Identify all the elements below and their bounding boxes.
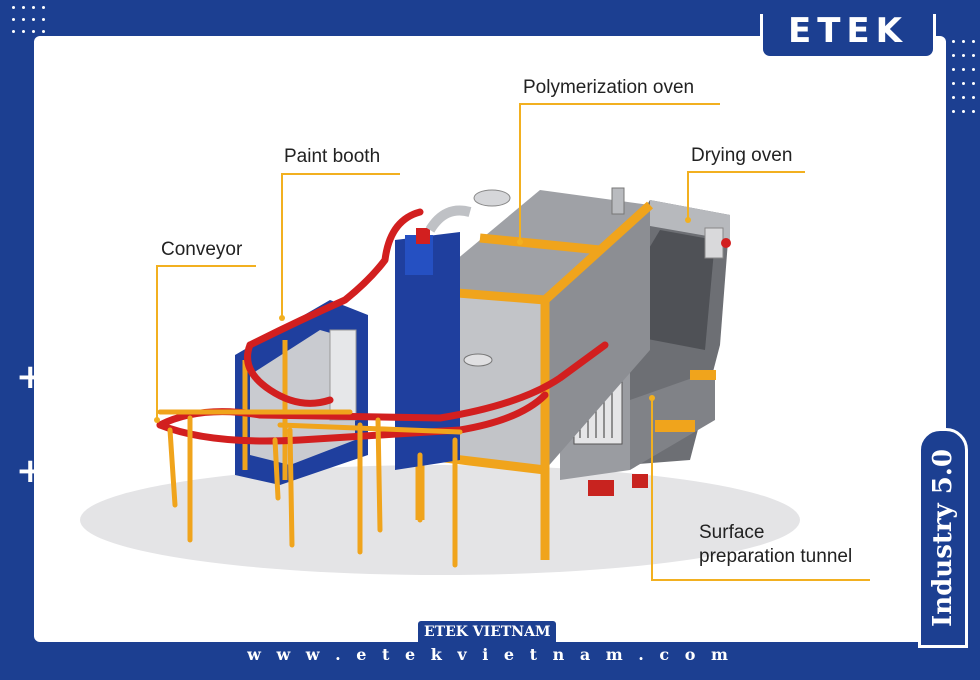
leader-polymerization	[519, 103, 720, 242]
leader-paint-booth	[281, 173, 400, 318]
industry-badge-text: Industry 5.0	[928, 449, 958, 627]
etek-logo: ETEK	[760, 14, 936, 59]
tunnel-tray-2	[690, 370, 716, 380]
tunnel-tray	[655, 420, 695, 432]
label-polymerization-oven: Polymerization oven	[523, 77, 695, 98]
polymerization-oven-side	[545, 205, 650, 470]
leader-drying	[687, 171, 805, 220]
cyclone-top-vent	[473, 189, 511, 207]
cyclone-unit	[395, 232, 460, 470]
tunnel-pump-2	[632, 474, 648, 488]
drying-oven-burner	[721, 238, 731, 248]
label-surface-line2: preparation tunnel	[699, 546, 853, 567]
paint-booth-filter	[329, 329, 357, 421]
footer-website[interactable]: w w w . e t e k v i e t n a m . c o m	[247, 645, 733, 664]
cyclone-duct	[425, 205, 472, 233]
cyclone-motor	[416, 228, 430, 244]
logo-text: ETEK	[788, 11, 908, 51]
leader-endpoints	[154, 217, 691, 423]
label-conveyor: Conveyor	[161, 239, 243, 260]
label-drying-oven: Drying oven	[691, 145, 793, 166]
label-paint-booth: Paint booth	[284, 146, 381, 167]
label-surface-line1: Surface	[699, 522, 765, 543]
conveyor-supports	[157, 409, 463, 568]
oven-chimney	[611, 187, 625, 215]
leader-surface	[651, 398, 870, 581]
drying-oven-outlet	[704, 227, 724, 259]
tunnel-pump	[588, 480, 614, 496]
oven-vent	[463, 353, 493, 367]
conveyor-line	[156, 208, 609, 445]
leader-conveyor	[156, 265, 256, 420]
floor-shadow	[80, 465, 800, 575]
paint-booth-interior	[250, 330, 355, 465]
leader-lines	[156, 103, 870, 581]
industry-badge: Industry 5.0	[918, 428, 968, 648]
footer-company-name: ETEK VIETNAM	[418, 621, 557, 643]
